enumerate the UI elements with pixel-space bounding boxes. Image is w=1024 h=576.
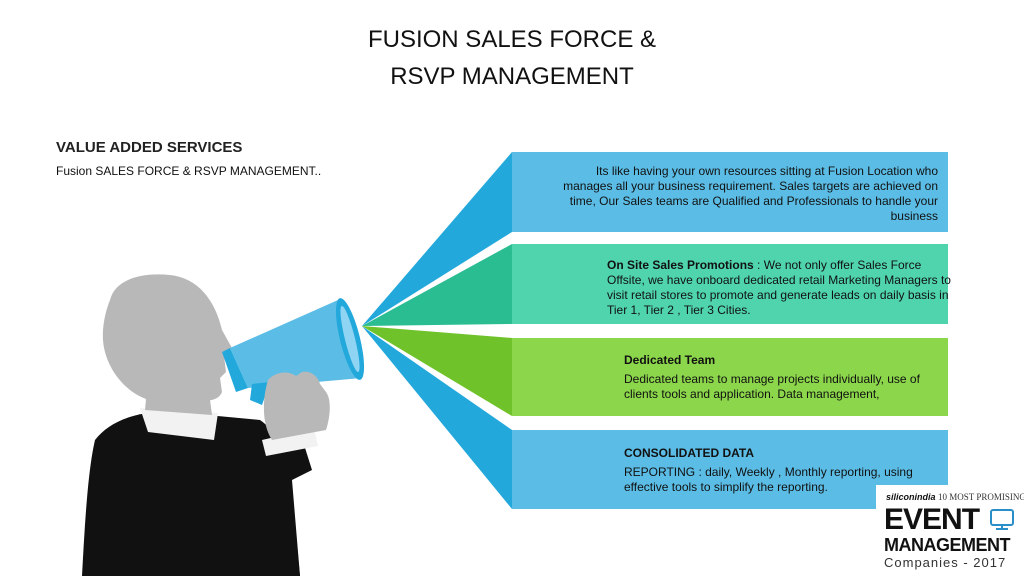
beam-4 [362, 326, 512, 509]
logo-word-management: MANAGEMENT [884, 535, 1011, 555]
panel-3-heading: Dedicated Team [624, 353, 716, 367]
award-logo: siliconindia 10 MOST PROMISING EVENT MAN… [876, 485, 1024, 576]
logo-word-companies: Companies - 2017 [884, 555, 1007, 570]
person-silhouette [82, 274, 318, 576]
beam-2 [362, 244, 512, 326]
panel-1-text: Its like having your own resources sitti… [563, 164, 938, 223]
section-subheading: Fusion SALES FORCE & RSVP MANAGEMENT.. [56, 164, 322, 178]
monitor-icon [990, 509, 1014, 530]
panel-2-background [512, 244, 948, 324]
panel-1-background [512, 152, 948, 232]
panel-4-text: CONSOLIDATED DATA REPORTING : daily, Wee… [624, 446, 924, 495]
logo-brand: siliconindia [886, 492, 936, 502]
logo-tagline: siliconindia 10 MOST PROMISING [886, 492, 1024, 502]
panel-2-text: On Site Sales Promotions : We not only o… [607, 258, 952, 318]
panel-3-body: Dedicated teams to manage projects indiv… [624, 372, 920, 401]
section-heading: VALUE ADDED SERVICES [56, 139, 243, 156]
beam-1 [362, 152, 512, 326]
panel-2-body: : We not only offer Sales Force Offsite,… [607, 258, 951, 317]
panel-3-text: Dedicated Team Dedicated teams to manage… [624, 353, 924, 402]
panel-2-heading: On Site Sales Promotions [607, 258, 754, 272]
page-title-line-1: FUSION SALES FORCE & [367, 26, 657, 53]
panel-4-heading: CONSOLIDATED DATA [624, 446, 754, 460]
hand-silhouette [263, 371, 330, 440]
page-title-line-2: RSVP MANAGEMENT [390, 63, 634, 90]
beam-3 [362, 326, 512, 416]
megaphone-icon [222, 298, 365, 405]
panel-3-background [512, 338, 948, 416]
panel-4-background [512, 430, 948, 509]
panel-4-body: REPORTING : daily, Weekly , Monthly repo… [624, 465, 913, 494]
logo-word-event: EVENT [884, 503, 980, 536]
